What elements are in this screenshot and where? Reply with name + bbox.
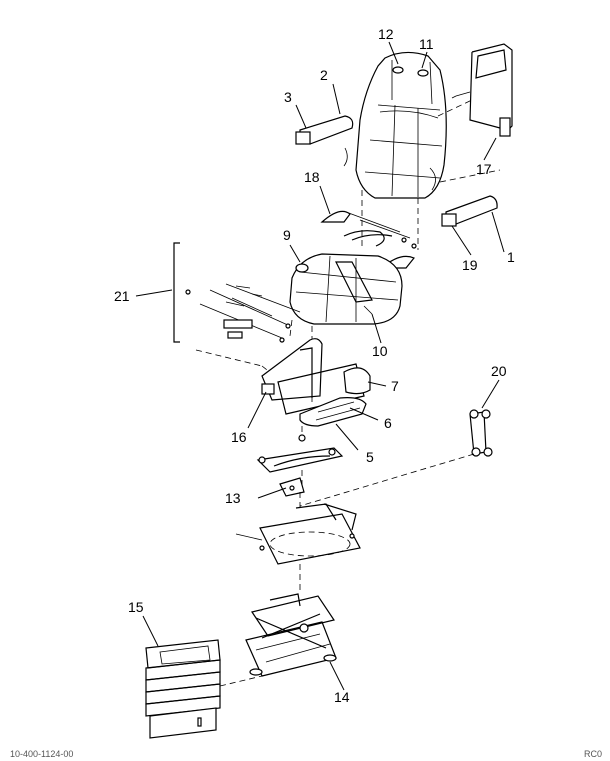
mount-plate xyxy=(279,477,305,497)
callout-21: 21 xyxy=(114,288,130,304)
callout-labels: 1 2 3 5 6 7 9 10 11 12 13 14 15 16 17 18… xyxy=(114,26,515,705)
seat-back xyxy=(355,51,447,199)
cable-assembly xyxy=(173,242,301,343)
bracket xyxy=(469,409,493,457)
callout-16: 16 xyxy=(231,429,247,445)
callout-17: 17 xyxy=(476,161,492,177)
callout-9: 9 xyxy=(283,227,291,243)
callout-10: 10 xyxy=(372,343,388,359)
footer-page-code: RC0 xyxy=(583,749,602,759)
callout-6: 6 xyxy=(384,415,392,431)
callout-7: 7 xyxy=(391,378,399,394)
slide-rails xyxy=(256,434,344,473)
back-frame xyxy=(451,43,513,137)
callout-2: 2 xyxy=(320,67,328,83)
callout-19: 19 xyxy=(462,257,478,273)
bellows xyxy=(145,639,221,739)
armrest-left xyxy=(295,115,354,167)
seat-frame xyxy=(261,338,371,427)
armrest-right xyxy=(429,167,498,227)
callout-18: 18 xyxy=(304,169,320,185)
seat-cushion xyxy=(289,253,403,325)
callout-5: 5 xyxy=(366,449,374,465)
base-plate xyxy=(235,503,361,565)
callout-14: 14 xyxy=(334,689,350,705)
callout-12: 12 xyxy=(378,26,394,42)
leader-lines xyxy=(135,41,505,691)
footer-code: 10-400-1124-00 xyxy=(10,749,74,759)
suspension xyxy=(245,593,337,677)
callout-15: 15 xyxy=(128,599,144,615)
back-hardware xyxy=(320,210,417,269)
callout-3: 3 xyxy=(284,89,292,105)
callout-20: 20 xyxy=(491,363,507,379)
callout-13: 13 xyxy=(225,490,241,506)
callout-11: 11 xyxy=(419,36,434,52)
callout-1: 1 xyxy=(507,249,515,265)
